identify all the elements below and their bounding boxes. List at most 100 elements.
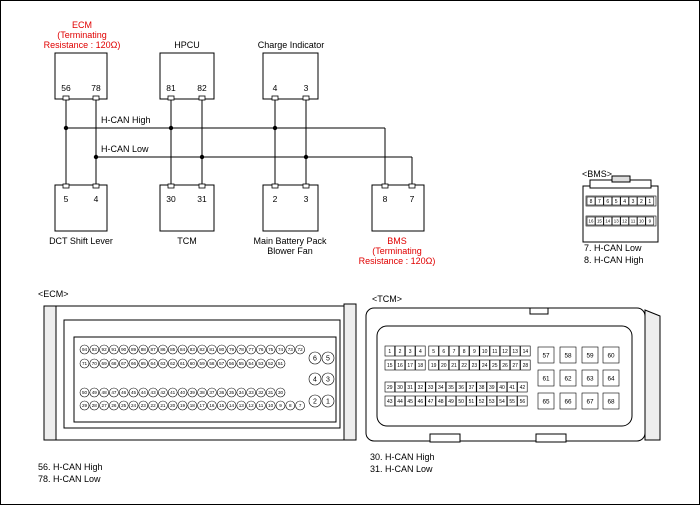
tcm-connector-pin-4: 4 [415,345,426,357]
svg-text:47: 47 [428,399,434,405]
svg-text:29: 29 [82,403,88,408]
tcm-connector-pin-11: 11 [489,345,500,357]
ecm-connector-pin-86: 86 [158,344,168,355]
tcm-connector-pin-30: 30 [394,381,406,393]
svg-text:77: 77 [249,347,255,352]
svg-text:11: 11 [259,403,264,408]
svg-text:5: 5 [615,199,618,205]
svg-text:52: 52 [268,361,274,366]
svg-text:32: 32 [258,390,264,395]
svg-text:53: 53 [258,361,264,366]
svg-text:44: 44 [141,390,147,395]
svg-text:18: 18 [418,363,424,369]
ecm-connector-pin-57: 57 [216,358,227,369]
ecm-connector-pin-24: 24 [128,400,139,411]
ecm-connector-pin-4: 4 [308,372,322,386]
ecm-connector-pin-64: 64 [148,358,158,369]
bms-component-box [371,184,425,232]
tcm-connector-pin-40: 40 [496,381,508,393]
ecm-connector-pin-77: 77 [246,344,256,355]
ecm-connector-pin-28: 28 [89,400,100,411]
tcm-component-box [159,184,215,232]
svg-text:50: 50 [82,390,88,395]
ecm-connector-pin-54: 54 [246,358,256,369]
svg-text:68: 68 [111,361,117,366]
tcm-connector-pin-62: 62 [559,369,577,387]
ecm-connector-pin-16: 16 [207,400,217,411]
ecm-connector-pin-50: 50 [79,387,90,398]
tcm-connector-pin-47: 47 [425,395,436,407]
ecm-connector-title: <ECM> [38,289,69,299]
ecm-connector-pin-7: 7 [295,400,305,411]
ecm-connector-pin-21: 21 [158,400,168,411]
ecm-connector-pin-5: 5 [321,351,335,365]
charge-indicator-pin-4-label: 4 [273,83,278,93]
ecm-connector-pin-29: 29 [79,400,90,411]
ecm-connector-pin-60: 60 [187,358,198,369]
ecm-connector-pin-17: 17 [197,400,207,411]
tcm-connector-pin-44: 44 [394,395,406,407]
ecm-connector-pin-56: 56 [226,358,237,369]
ecm-connector-pin-36: 36 [216,387,227,398]
svg-text:51: 51 [469,399,475,405]
svg-text:57: 57 [542,352,550,359]
ecm-connector-pin-3: 3 [321,372,335,386]
ecm-pin-56-label: 56 [61,83,71,93]
svg-text:78: 78 [239,347,245,352]
bms-connector-pin-16: 16 [586,216,596,226]
svg-text:64: 64 [151,361,157,366]
ecm-connector-pin-59: 59 [197,358,207,369]
ecm-connector-pin-55: 55 [236,358,247,369]
bms-connector-pin-4: 4 [620,196,629,206]
ecm-connector-pin-14: 14 [226,400,237,411]
svg-text:94: 94 [82,347,88,352]
ecm-connector-pin-73: 73 [285,344,296,355]
svg-text:75: 75 [268,347,274,352]
bms-connector-pin-7: 7 [595,196,604,206]
svg-text:72: 72 [298,347,304,352]
ecm-connector-pin-44: 44 [138,387,149,398]
ecm-connector-pin-52: 52 [265,358,276,369]
svg-text:12: 12 [502,349,508,355]
svg-text:79: 79 [229,347,235,352]
ecm-connector-pin-61: 61 [177,358,188,369]
ecm-connector-pin-94: 94 [79,344,90,355]
tcm-connector-pin-66: 66 [559,392,577,410]
svg-text:6: 6 [442,349,445,355]
tcm-connector-pin-7: 7 [448,345,460,357]
svg-text:16: 16 [589,219,594,224]
svg-text:61: 61 [180,361,186,366]
ecm-connector-pin-15: 15 [216,400,227,411]
ecm-connector-pin-2: 2 [308,394,322,408]
bms-connector-title: <BMS> [582,169,612,179]
svg-text:20: 20 [441,363,447,369]
svg-text:69: 69 [102,361,108,366]
svg-text:40: 40 [180,390,186,395]
svg-text:30: 30 [397,385,403,391]
bms-connector-pin-2: 2 [637,196,646,206]
svg-text:38: 38 [200,390,206,395]
svg-text:11: 11 [492,349,497,355]
ecm-connector-pin-31: 31 [265,387,276,398]
ecm-connector-pin-37: 37 [207,387,217,398]
ecm-connector-pin-87: 87 [148,344,158,355]
dct-pin-4-label: 4 [94,194,99,204]
charge-indicator-title: Charge Indicator [258,40,325,50]
ecm-connector-pin-53: 53 [256,358,266,369]
pin-tabs [62,95,416,189]
svg-text:52: 52 [479,399,485,405]
blower-fan-component-box [262,184,319,232]
svg-text:28: 28 [523,363,529,369]
svg-text:83: 83 [190,347,196,352]
svg-text:54: 54 [249,361,255,366]
svg-text:5: 5 [432,349,435,355]
ecm-connector-pin-81: 81 [207,344,217,355]
tcm-connector-pin-34: 34 [435,381,446,393]
svg-text:39: 39 [190,390,196,395]
svg-text:35: 35 [448,385,454,391]
svg-text:46: 46 [418,399,424,405]
svg-text:19: 19 [180,403,186,408]
tcm-connector-pin-27: 27 [510,359,521,371]
